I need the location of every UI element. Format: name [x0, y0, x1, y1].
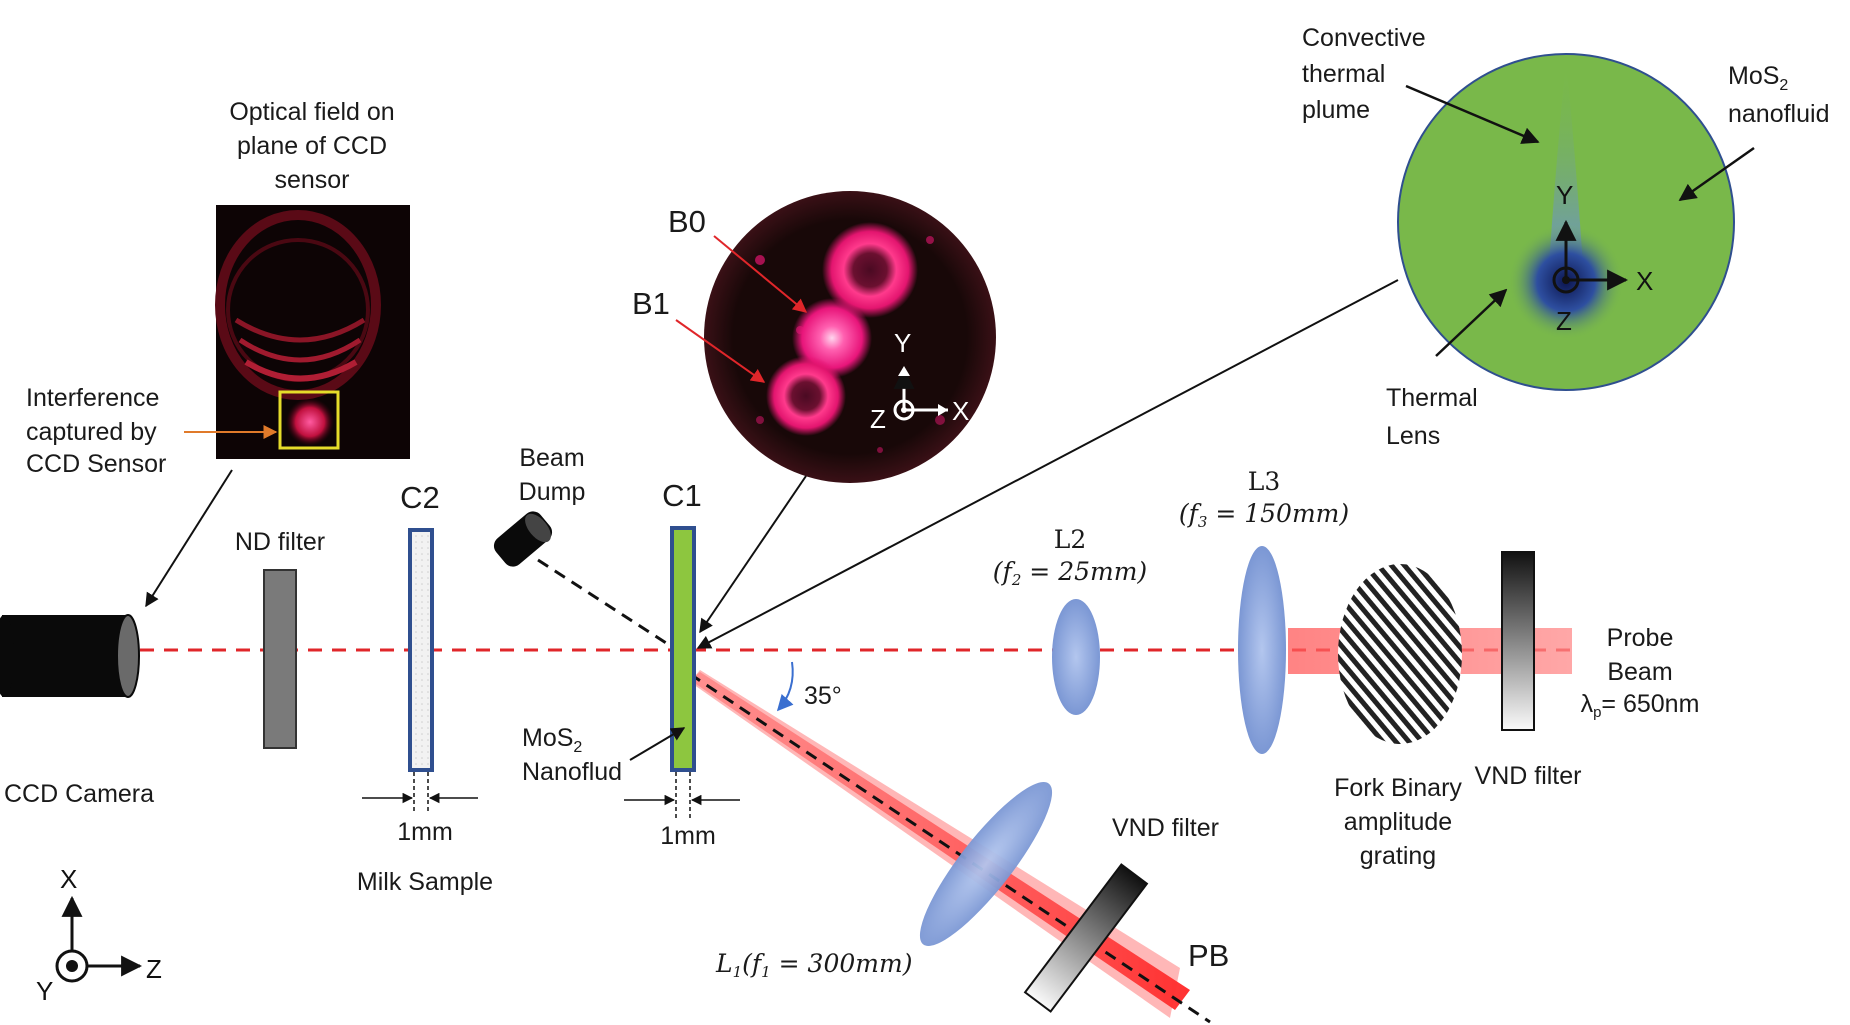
plume-label-1: Convective	[1302, 24, 1426, 52]
vnd-filter-pb-label: VND filter	[1112, 814, 1219, 842]
frame-axis-z: Z	[146, 954, 162, 984]
milk-sample-label: Milk Sample	[357, 868, 493, 896]
c1-label: C1	[662, 478, 702, 513]
beam-dump-label-2: Dump	[519, 478, 586, 506]
angle-arc	[776, 661, 794, 712]
ccd-callout-2: captured by	[26, 418, 157, 446]
b1-pointer	[675, 319, 766, 383]
lens-l3-focal: (f3 = 150mm)	[1179, 499, 1349, 531]
ccd-camera	[0, 614, 140, 698]
ccd-inset-pointer	[145, 469, 233, 608]
reflected-beam-to-dump	[537, 558, 681, 654]
ccd-camera-label: CCD Camera	[4, 780, 154, 808]
beam-inset-axis-x: X	[952, 396, 969, 426]
angle-label: 35°	[804, 682, 842, 710]
thermal-inset-axis-x: X	[1636, 266, 1653, 296]
mos2-nanoflud-label-1: MoS2	[522, 724, 582, 756]
frame-axis-x: X	[60, 864, 77, 894]
ccd-field-inset	[215, 205, 410, 459]
thermal-lens-label-1: Thermal	[1386, 384, 1478, 412]
c2-gap-label: 1mm	[397, 818, 453, 846]
mos2-nanofluid-label-2: nanofluid	[1728, 100, 1829, 128]
thermal-inset-axis-y: Y	[1556, 180, 1573, 210]
fork-binary-grating	[1338, 564, 1462, 744]
lens-l2-name: L2	[1054, 525, 1087, 554]
thermal-lens-pointer	[1435, 288, 1508, 357]
grating-label-2: amplitude	[1344, 808, 1452, 836]
mos2-nanoflud-label-2: Nanoflud	[522, 758, 622, 786]
plume-label-2: thermal	[1302, 60, 1385, 88]
ccd-inset-title-3: sensor	[274, 166, 349, 194]
b1-label: B1	[632, 286, 670, 321]
c2-gap-marker	[362, 772, 478, 812]
c2-label: C2	[400, 480, 440, 515]
pb-label: PB	[1188, 938, 1229, 973]
lens-l3-name: L3	[1248, 467, 1281, 496]
ccd-callout-1: Interference	[26, 384, 159, 412]
thermal-inset-pointer	[696, 279, 1399, 649]
lens-l3	[1238, 546, 1286, 754]
grating-label-1: Fork Binary	[1334, 774, 1462, 802]
beam-dump-label-1: Beam	[519, 444, 584, 472]
nanoflud-pointer	[629, 727, 686, 761]
lens-l2	[1052, 599, 1100, 715]
frame-axes	[55, 895, 143, 983]
nd-filter-label: ND filter	[235, 528, 325, 556]
frame-axis-y: Y	[36, 976, 53, 1006]
b0-label: B0	[668, 204, 706, 239]
beam-profile-inset	[704, 191, 996, 483]
lens-l1	[919, 782, 1053, 946]
c1-gap-marker	[624, 772, 740, 818]
beam-inset-axis-z: Z	[870, 404, 886, 434]
lens-l1-label: L1(f1 = 300mm)	[715, 949, 912, 981]
vnd-filter-pb	[1023, 863, 1149, 1013]
plume-pointer	[1405, 84, 1540, 144]
beam-dump	[493, 511, 553, 567]
thermal-inset-axis-z: Z	[1556, 306, 1572, 336]
thermal-lens-label-2: Lens	[1386, 422, 1440, 450]
grating-label-3: grating	[1360, 842, 1436, 870]
probe-beam-label-1: Probe	[1607, 624, 1674, 652]
c1-nanofluid-cell	[670, 526, 696, 772]
c2-milk-cell	[408, 528, 434, 772]
probe-beam-label-2: Beam	[1607, 658, 1672, 686]
nd-filter	[263, 569, 297, 749]
vnd-filter-probe-label: VND filter	[1475, 762, 1582, 790]
pump-beam-axis	[689, 672, 1211, 1024]
thermal-lens-inset	[1397, 53, 1735, 391]
b0-pointer	[713, 235, 808, 313]
ccd-inset-title-1: Optical field on	[229, 98, 394, 126]
lens-l2-focal: (f2 = 25mm)	[993, 557, 1147, 589]
ccd-inset-title-2: plane of CCD	[237, 132, 387, 160]
plume-label-3: plume	[1302, 96, 1370, 124]
vnd-filter-probe	[1501, 551, 1535, 731]
wavelength-label: λp= 650nm	[1581, 690, 1700, 721]
mos2-nanofluid-label-1: MoS2	[1728, 62, 1788, 94]
ccd-callout-3: CCD Sensor	[26, 450, 166, 478]
beam-inset-pointer	[699, 475, 807, 634]
mos2-pointer	[1678, 146, 1755, 202]
beam-inset-axis-y: Y	[894, 328, 911, 358]
c1-gap-label: 1mm	[660, 822, 716, 850]
